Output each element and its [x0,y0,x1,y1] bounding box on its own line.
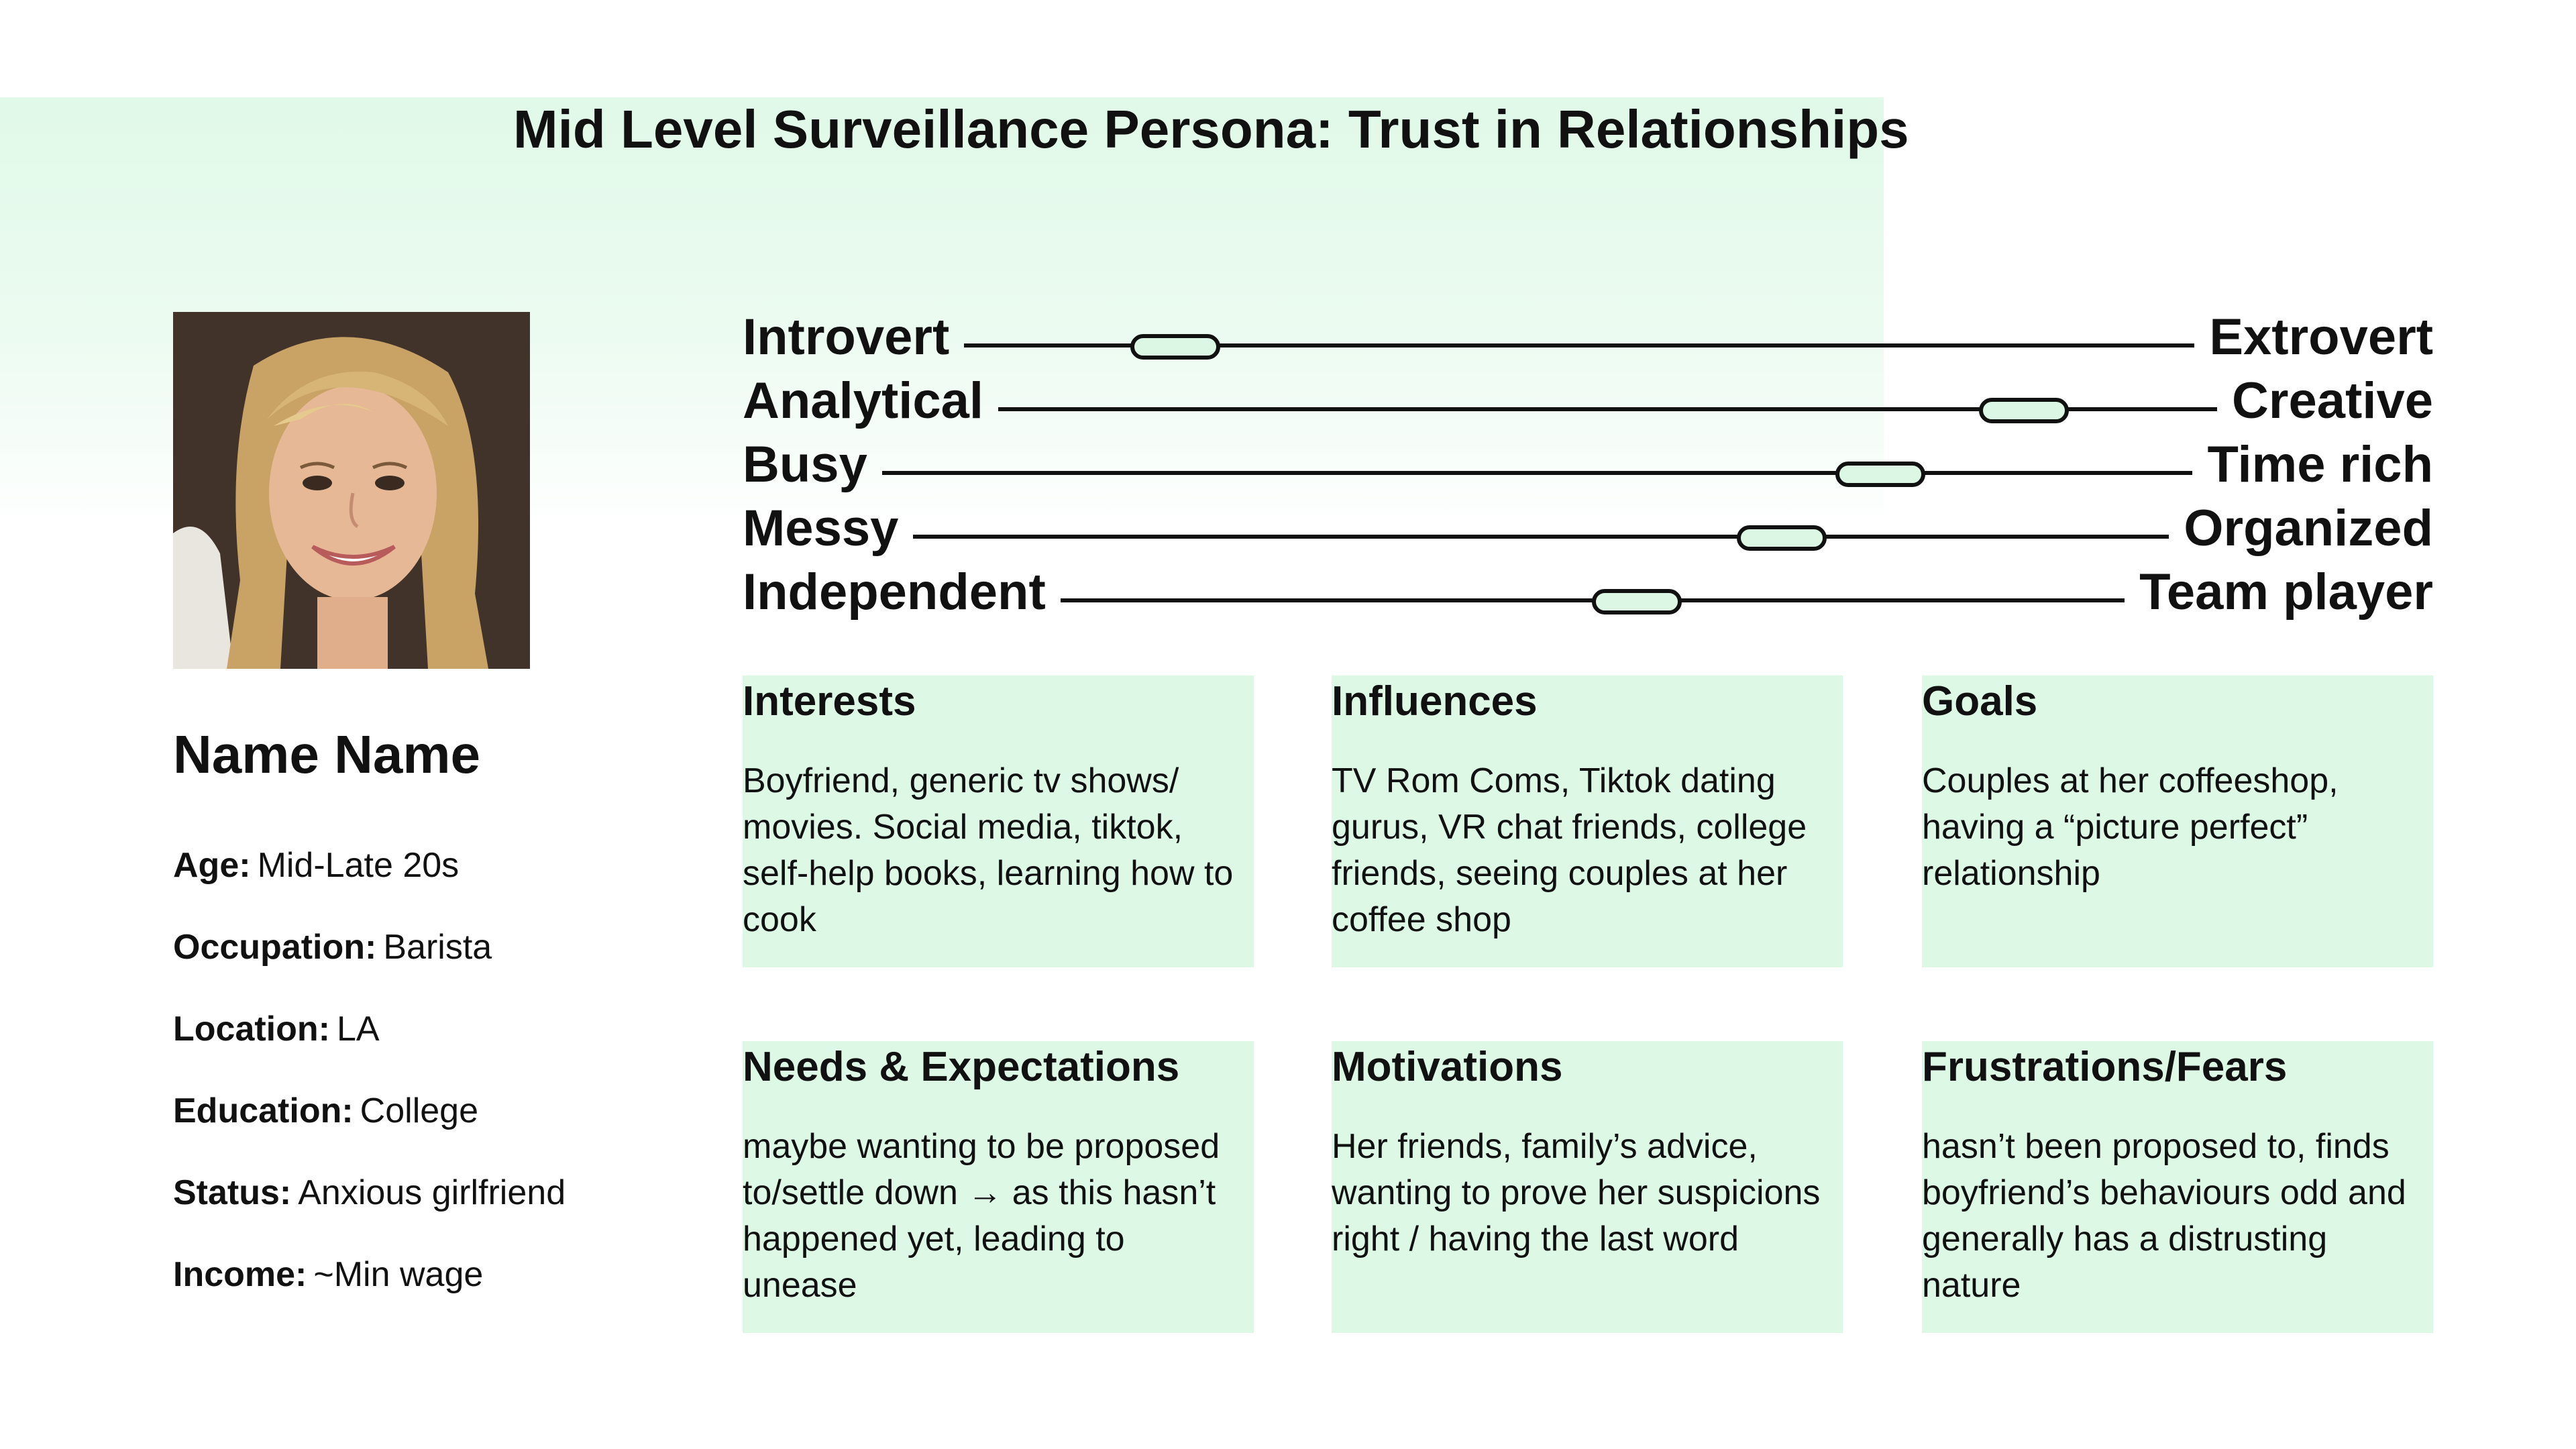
detail-label: Income: [173,1255,307,1294]
detail-value: Mid-Late 20s [257,846,460,885]
detail-education: Education:College [173,1087,566,1169]
trait-left-label: Busy [743,436,867,493]
card-body: Boyfriend, generic tv shows/ movies. Soc… [743,761,1234,939]
trait-slider-knob [1592,588,1682,614]
trait-slider-track [913,525,2169,551]
trait-slider-knob [1835,461,1925,487]
trait-slider-knob [1737,525,1827,551]
persona-name: Name Name [173,724,481,784]
persona-photo [173,312,530,669]
card-body: TV Rom Coms, Tiktok dating gurus, VR cha… [1332,761,1807,939]
persona-details: Age:Mid-Late 20s Occupation:Barista Loca… [173,842,566,1333]
trait-right-label: Team player [2139,564,2433,621]
detail-income: Income:~Min wage [173,1251,566,1333]
card-title: Influences [1332,678,1538,724]
trait-right-label: Time rich [2207,436,2433,493]
card-needs-expectations: Needs & Expectations maybe wanting to be… [743,1041,1254,1333]
trait-left-label: Independent [743,564,1046,621]
detail-label: Occupation: [173,928,377,967]
detail-label: Location: [173,1010,330,1049]
card-title: Frustrations/Fears [1922,1044,2288,1090]
trait-row-introvert-extrovert: Introvert Extrovert [743,305,2433,369]
detail-age: Age:Mid-Late 20s [173,842,566,924]
card-body: Her friends, family’s advice, wanting to… [1332,1127,1821,1258]
detail-value: Anxious girlfriend [298,1173,566,1212]
detail-occupation: Occupation:Barista [173,924,566,1006]
trait-left-label: Analytical [743,372,984,429]
trait-slider-track [1060,588,2125,614]
trait-left-label: Messy [743,500,899,557]
trait-row-busy-time-rich: Busy Time rich [743,433,2433,496]
page-title: Mid Level Surveillance Persona: Trust in… [513,99,1909,159]
trait-right-label: Extrovert [2209,309,2433,366]
card-title: Interests [743,678,916,724]
trait-row-analytical-creative: Analytical Creative [743,369,2433,433]
card-title: Needs & Expectations [743,1044,1180,1090]
trait-slider-track [881,461,2193,487]
card-goals: Goals Couples at her coffeeshop, having … [1922,676,2433,967]
detail-value: College [360,1091,479,1130]
trait-slider-knob [1130,333,1221,360]
trait-row-messy-organized: Messy Organized [743,496,2433,560]
card-body: hasn’t been proposed to, finds boyfriend… [1922,1127,2406,1305]
detail-location: Location:LA [173,1006,566,1087]
trait-right-label: Organized [2184,500,2433,557]
card-interests: Interests Boyfriend, generic tv shows/ m… [743,676,1254,967]
trait-row-independent-team-player: Independent Team player [743,560,2433,624]
trait-sliders: Introvert Extrovert Analytical Creative … [743,305,2433,624]
detail-value: LA [336,1010,380,1049]
detail-label: Age: [173,846,251,885]
card-title: Motivations [1332,1044,1563,1090]
detail-value: ~Min wage [313,1255,484,1294]
trait-slider-knob [1979,397,2070,423]
detail-value: Barista [383,928,492,967]
card-body: maybe wanting to be proposed to/settle d… [743,1127,1220,1305]
trait-slider-track [964,333,2195,360]
detail-label: Status: [173,1173,292,1212]
trait-left-label: Introvert [743,309,950,366]
card-influences: Influences TV Rom Coms, Tiktok dating gu… [1332,676,1843,967]
detail-status: Status:Anxious girlfriend [173,1169,566,1251]
detail-label: Education: [173,1091,354,1130]
trait-right-label: Creative [2232,372,2433,429]
card-motivations: Motivations Her friends, family’s advice… [1332,1041,1843,1333]
trait-slider-track [998,397,2218,423]
card-title: Goals [1922,678,2038,724]
card-frustrations-fears: Frustrations/Fears hasn’t been proposed … [1922,1041,2433,1333]
card-body: Couples at her coffeeshop, having a “pic… [1922,761,2339,893]
